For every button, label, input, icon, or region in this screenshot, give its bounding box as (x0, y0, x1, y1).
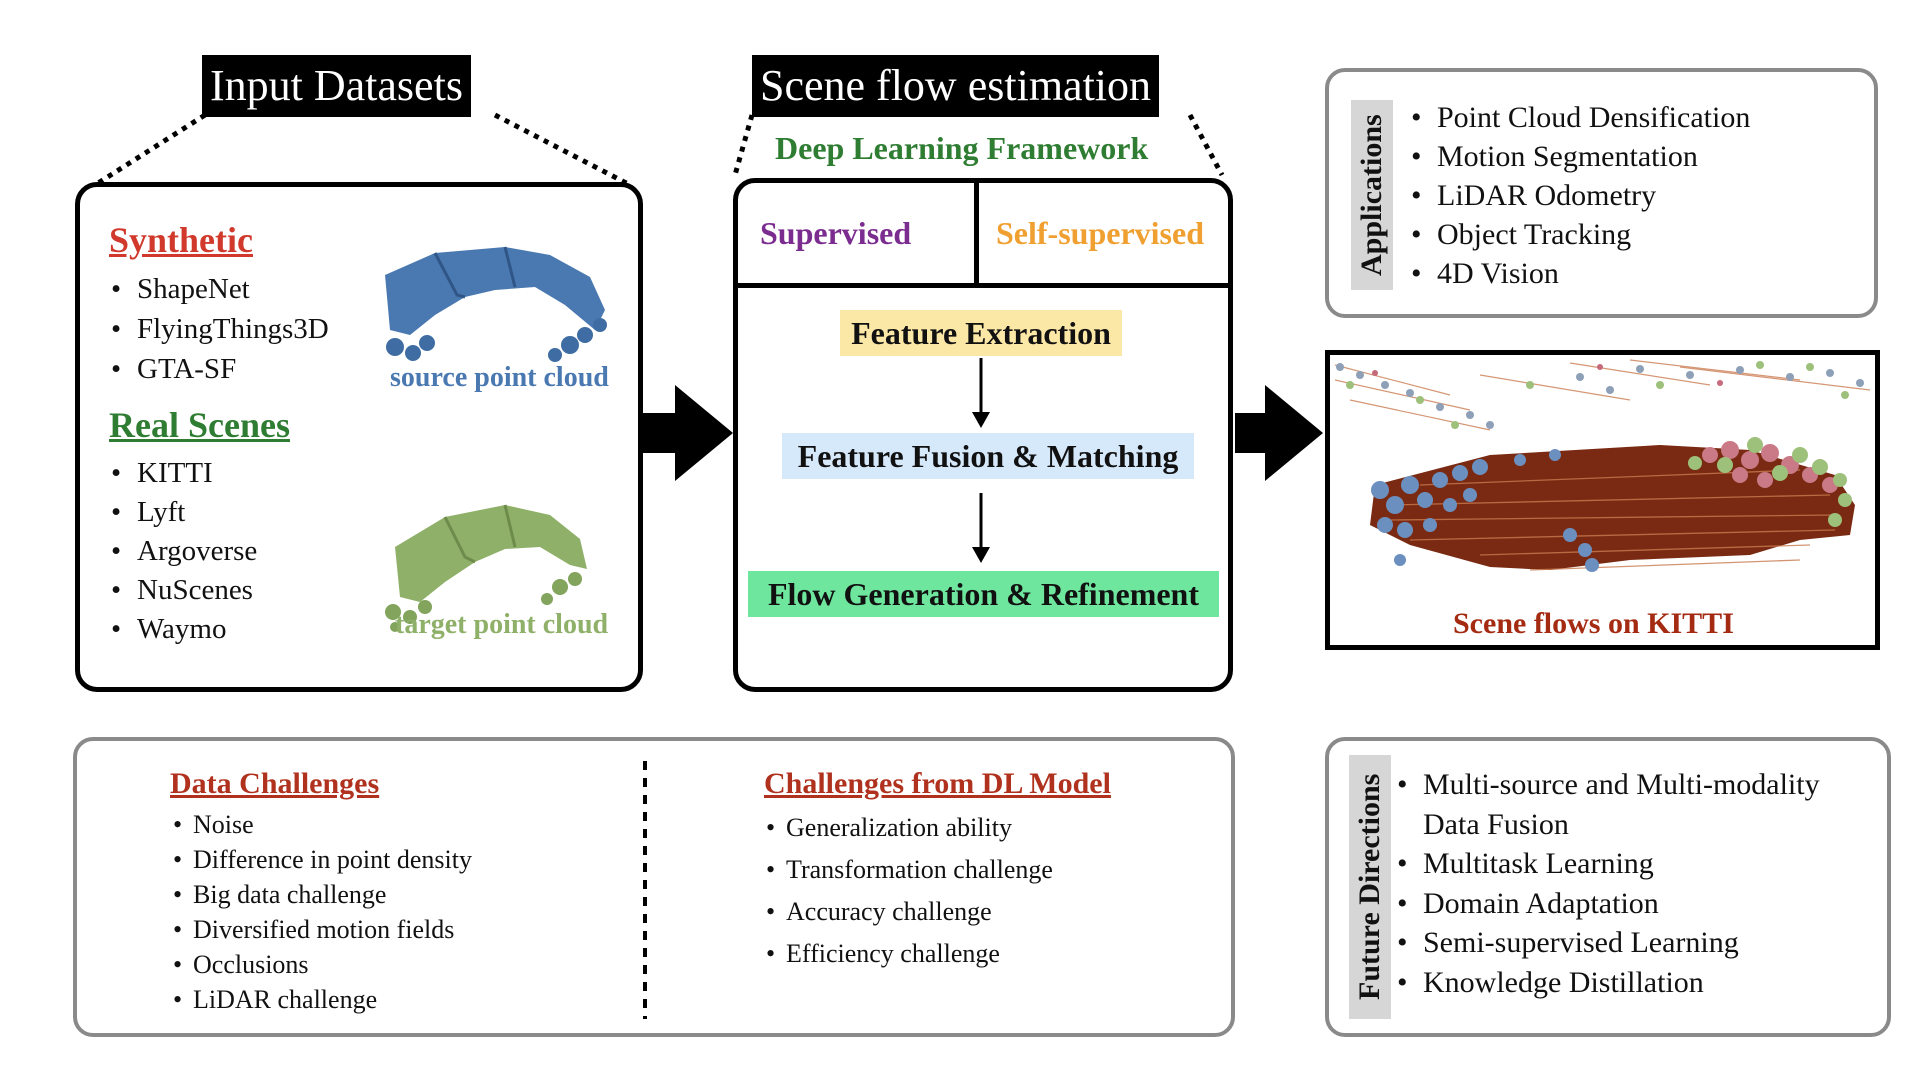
real-scenes-heading: Real Scenes (109, 405, 290, 445)
synthetic-list: ShapeNet FlyingThings3D GTA-SF (109, 269, 329, 389)
feature-fusion-stage: Feature Fusion & Matching (782, 433, 1194, 479)
source-caption: source point cloud (390, 362, 609, 393)
arrow-to-scene-flow (643, 385, 733, 481)
list-item: Big data challenge (171, 877, 472, 912)
data-challenges-list: Noise Difference in point density Big da… (171, 807, 472, 1017)
list-item: 4D Vision (1409, 254, 1750, 293)
list-item: Semi-supervised Learning (1395, 923, 1820, 963)
model-challenges-list: Generalization ability Transformation ch… (764, 807, 1053, 975)
model-challenges-heading: Challenges from DL Model (764, 767, 1111, 800)
self-supervised-label: Self-supervised (996, 215, 1204, 251)
applications-list: Point Cloud Densification Motion Segment… (1409, 98, 1750, 293)
list-item: Multitask Learning (1395, 844, 1820, 884)
list-item: Motion Segmentation (1409, 137, 1750, 176)
list-item: Knowledge Distillation (1395, 963, 1820, 1003)
synthetic-heading: Synthetic (109, 220, 253, 260)
list-item: Lyft (109, 493, 257, 532)
list-item: LiDAR Odometry (1409, 176, 1750, 215)
supervised-label: Supervised (760, 215, 912, 251)
list-item: Efficiency challenge (764, 933, 1053, 975)
list-item: ShapeNet (109, 269, 329, 309)
stage-arrow-2 (972, 493, 990, 563)
list-item: Object Tracking (1409, 215, 1750, 254)
list-item: Waymo (109, 610, 257, 649)
kitti-caption: Scene flows on KITTI (1453, 607, 1734, 640)
list-item: Transformation challenge (764, 849, 1053, 891)
target-point-cloud-image (385, 504, 587, 632)
list-item: Noise (171, 807, 472, 842)
future-directions-tab: Future Directions (1349, 755, 1391, 1019)
challenges-panel: Data Challenges Noise Difference in poin… (73, 737, 1235, 1037)
applications-tab: Applications (1351, 100, 1393, 290)
kitti-panel: Scene flows on KITTI (1325, 350, 1880, 650)
data-challenges-heading: Data Challenges (170, 767, 380, 800)
framework-label: Deep Learning Framework (775, 130, 1149, 166)
flow-generation-stage: Flow Generation & Refinement (748, 571, 1219, 617)
input-datasets-title: Input Datasets (202, 55, 471, 117)
list-item: Point Cloud Densification (1409, 98, 1750, 137)
list-item: KITTI (109, 454, 257, 493)
input-datasets-panel: Synthetic ShapeNet FlyingThings3D GTA-SF… (75, 182, 643, 692)
scene-flow-panel: Supervised Self-supervised Feature Extra… (733, 178, 1233, 692)
list-item: Domain Adaptation (1395, 884, 1820, 924)
list-item: FlyingThings3D (109, 309, 329, 349)
future-directions-list: Multi-source and Multi-modality Data Fus… (1395, 765, 1820, 1002)
list-item: Occlusions (171, 947, 472, 982)
target-caption: target point cloud (395, 609, 609, 640)
list-item: NuScenes (109, 571, 257, 610)
list-item: Argoverse (109, 532, 257, 571)
future-directions-panel: Future Directions Multi-source and Multi… (1325, 737, 1891, 1037)
scene-flow-title: Scene flow estimation (752, 55, 1160, 117)
framework-divider-horizontal (738, 283, 1228, 288)
challenges-divider (643, 761, 647, 1019)
list-item: Multi-source and Multi-modality (1395, 765, 1820, 805)
applications-panel: Applications Point Cloud Densification M… (1325, 68, 1878, 318)
arrow-to-applications (1235, 385, 1323, 481)
list-item: GTA-SF (109, 349, 329, 389)
stage-arrow-1 (972, 358, 990, 428)
source-point-cloud-image (385, 246, 607, 362)
list-item: Diversified motion fields (171, 912, 472, 947)
list-item: Difference in point density (171, 842, 472, 877)
kitti-scene-flow-image (1334, 359, 1871, 572)
real-scenes-list: KITTI Lyft Argoverse NuScenes Waymo (109, 454, 257, 649)
list-item: Accuracy challenge (764, 891, 1053, 933)
list-item-continuation: Data Fusion (1423, 807, 1569, 841)
list-item: LiDAR challenge (171, 982, 472, 1017)
feature-extraction-stage: Feature Extraction (840, 310, 1122, 356)
list-item: Generalization ability (764, 807, 1053, 849)
framework-divider-vertical (974, 183, 979, 286)
